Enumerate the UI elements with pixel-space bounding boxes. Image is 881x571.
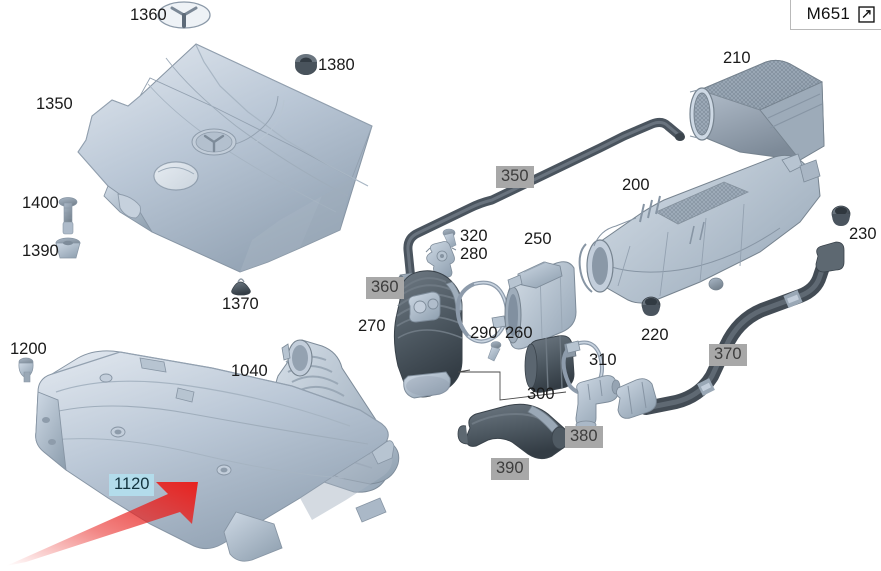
callout-1370[interactable]: 1370 [222, 295, 259, 313]
part-engine-cover [77, 43, 373, 273]
callout-220[interactable]: 220 [641, 326, 669, 344]
callout-1400[interactable]: 1400 [22, 194, 59, 212]
callout-300[interactable]: 300 [527, 385, 555, 403]
part-mercedes-star-emblem [157, 1, 211, 29]
callout-350[interactable]: 350 [496, 166, 534, 188]
callout-260[interactable]: 260 [505, 324, 533, 342]
callout-210[interactable]: 210 [723, 49, 751, 67]
part-cover-grommet [55, 237, 81, 259]
callout-390[interactable]: 390 [491, 458, 529, 480]
callout-1120[interactable]: 1120 [109, 474, 155, 496]
model-badge: M651 [789, 0, 881, 30]
part-throttle-adapter [524, 335, 577, 393]
part-mass-airflow-sensor [504, 261, 577, 350]
leader-lines [457, 369, 567, 401]
part-crankcase-breather-hose [403, 117, 685, 295]
callout-270[interactable]: 270 [358, 317, 386, 335]
part-cover-bolt [58, 197, 78, 235]
callout-1040[interactable]: 1040 [231, 362, 268, 380]
part-pressure-sensor [425, 241, 457, 278]
callout-200[interactable]: 200 [622, 176, 650, 194]
part-intake-elbow-hose [393, 270, 463, 399]
part-intake-pipe [457, 403, 571, 460]
callout-1380[interactable]: 1380 [318, 56, 355, 74]
part-air-filter-housing [578, 153, 821, 304]
callout-370[interactable]: 370 [709, 344, 747, 366]
part-housing-grommet [831, 205, 851, 226]
callout-320[interactable]: 320 [460, 227, 488, 245]
callout-1350[interactable]: 1350 [36, 95, 73, 113]
part-charge-air-hose [615, 241, 845, 419]
callout-230[interactable]: 230 [849, 225, 877, 243]
callout-380[interactable]: 380 [565, 426, 603, 448]
callout-280[interactable]: 280 [460, 245, 488, 263]
part-housing-plug [641, 296, 661, 316]
callout-360[interactable]: 360 [366, 277, 404, 299]
callout-250[interactable]: 250 [524, 230, 552, 248]
callout-310[interactable]: 310 [589, 351, 617, 369]
part-cowl-water-deflector [35, 350, 395, 562]
part-cover-stud-grommet [231, 278, 251, 296]
callout-1200[interactable]: 1200 [10, 340, 47, 358]
external-edit-icon[interactable] [858, 5, 875, 23]
highlight-arrow [6, 482, 198, 566]
callout-1390[interactable]: 1390 [22, 242, 59, 260]
part-trim-clip [18, 357, 34, 383]
part-rubber-mount-grommet [295, 54, 317, 75]
part-air-filter-element [689, 59, 825, 161]
callout-1360[interactable]: 1360 [130, 6, 167, 24]
part-connector-elbow [575, 375, 621, 430]
part-sensor-screw [487, 341, 502, 362]
callout-290[interactable]: 290 [470, 324, 498, 342]
model-label: M651 [806, 4, 850, 23]
